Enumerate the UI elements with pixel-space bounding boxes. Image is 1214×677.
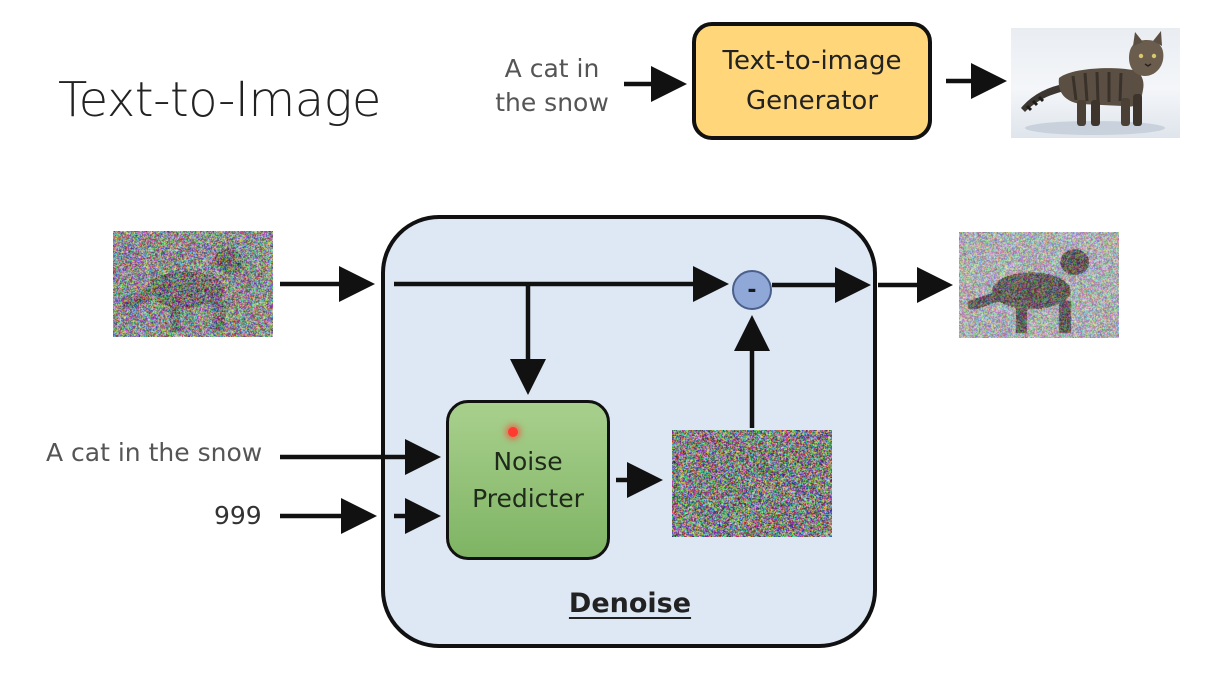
noise-image [672, 430, 832, 537]
noise-predicter-line-1: Noise [493, 447, 563, 476]
noisy-cat-image [113, 231, 273, 337]
denoise-label: Denoise [568, 588, 692, 619]
top-prompt-text: A cat in the snow [484, 52, 620, 120]
subtract-node: - [732, 270, 772, 310]
noise-predicter-box: Noise Predicter [446, 400, 610, 560]
cat-in-snow-image [1011, 28, 1180, 138]
top-prompt-line-1: A cat in [504, 54, 600, 83]
less-noisy-cat-image [959, 232, 1119, 338]
noisy-input-canvas [113, 231, 273, 337]
prompt-input-label: A cat in the snow [46, 438, 263, 467]
text-to-image-generator-box: Text-to-image Generator [692, 22, 932, 140]
generator-label-line-1: Text-to-image [722, 46, 902, 76]
generator-label-line-2: Generator [745, 86, 879, 116]
page-title: Text-to-Image [58, 72, 381, 128]
predicted-noise-canvas [672, 430, 832, 537]
noise-predicter-line-2: Predicter [472, 484, 584, 513]
laser-pointer-dot [508, 427, 518, 437]
step-input-label: 999 [214, 501, 262, 530]
top-prompt-line-2: the snow [495, 88, 609, 117]
noisy-output-canvas [959, 232, 1119, 338]
cat-silhouette-icon [1021, 31, 1165, 135]
